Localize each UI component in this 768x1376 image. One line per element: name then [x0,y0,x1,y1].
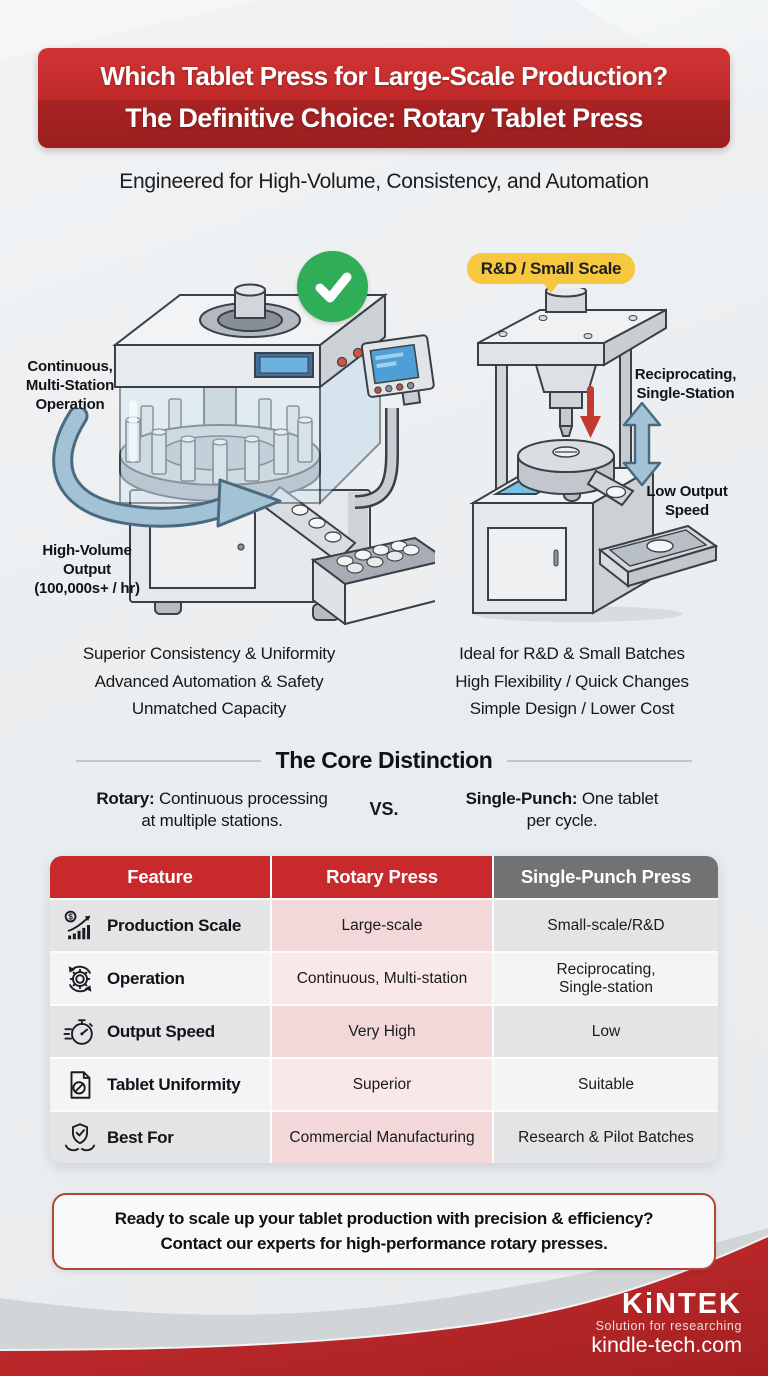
rotary-value-cell: Continuous, Multi-station [272,953,492,1004]
table-header-feature: Feature [50,856,270,898]
single-punch-press-illustration [469,288,718,622]
gear-cycle-icon [62,961,98,997]
benefit-item: Unmatched Capacity [131,699,287,718]
brand-tagline: Solution for researching [595,1319,742,1333]
feature-label: Tablet Uniformity [107,1074,241,1094]
press-down-arrow-icon [580,386,601,438]
feature-cell: Output Speed [50,1006,270,1057]
document-check-icon [62,1067,98,1103]
touchscreen-console [360,334,435,406]
check-icon [315,272,351,302]
header-banner: Which Tablet Press for Large-Scale Produ… [38,48,730,148]
rotary-value-cell: Large-scale [272,900,492,951]
single-punch-definition: Single-Punch: One tablet per cycle. [412,788,712,831]
feature-label: Production Scale [107,915,242,935]
benefit-item: Superior Consistency & Uniformity [82,644,336,663]
benefit-item: Advanced Automation & Safety [94,671,324,691]
rotation-arrow-icon [52,408,282,528]
divider-line-right [507,759,693,762]
single-punch-definition-text: One tablet per cycle. [526,789,659,830]
rotary-operation-callout: Continuous, Multi-Station Operation [25,358,115,413]
brand-logo: KiNTEK [622,1288,742,1320]
single-punch-term: Single-Punch: [465,789,578,808]
benefit-item: Ideal for R&D & Small Batches [459,644,685,663]
cta-line1: Ready to scale up your tablet production… [114,1209,654,1228]
rotary-definition-text: Continuous processing at multiple statio… [141,789,328,830]
banner-lower-band [38,100,730,148]
feature-cell: Tablet Uniformity [50,1059,270,1110]
updown-arrow-icon [622,402,662,486]
cta-banner: Ready to scale up your tablet production… [52,1193,716,1270]
rotary-term: Rotary: [96,789,155,808]
single-punch-speed-callout: Low Output Speed [646,483,728,519]
feature-cell: $ Production Scale [50,900,270,951]
benefit-item: Simple Design / Lower Cost [469,699,675,718]
benefit-item: High Flexibility / Quick Changes [455,671,689,691]
core-distinction-title: The Core Distinction [275,747,493,773]
feature-label: Operation [107,968,185,988]
vs-label: VS. [369,799,399,819]
feature-label: Best For [107,1127,174,1147]
cta-line2: Contact our experts for high-performance… [160,1234,608,1253]
table-header-rotary: Rotary Press [272,856,492,898]
rotary-value-cell: Commercial Manufacturing [272,1112,492,1163]
feature-cell: Best For [50,1112,270,1163]
rotary-value-cell: Very High [272,1006,492,1057]
rotary-definition: Rotary: Continuous processing at multipl… [62,788,362,831]
rotary-value-cell: Superior [272,1059,492,1110]
table-header-single-punch: Single-Punch Press [494,856,718,898]
single-punch-value-cell: Research & Pilot Batches [494,1112,718,1163]
single-punch-value-cell: Suitable [494,1059,718,1110]
stopwatch-icon [62,1014,98,1050]
feature-cell: Operation [50,953,270,1004]
rnd-small-scale-badge: R&D / Small Scale [467,253,635,293]
rotary-output-callout: High-Volume Output (100,000s+ / hr) [34,542,140,597]
divider-line-left [75,759,261,762]
check-badge [297,251,368,322]
banner-title-line2: The Definitive Choice: Rotary Tablet Pre… [125,103,643,133]
single-punch-value-cell: Low [494,1006,718,1057]
comparison-table: Feature Rotary Press Single-Punch Press … [50,856,718,1163]
svg-text:$: $ [68,912,73,921]
website-url: kindle-tech.com [591,1333,742,1357]
core-distinction-header: The Core Distinction [0,747,768,774]
bin-tablets [336,540,420,574]
comparison-table-grid: Feature Rotary Press Single-Punch Press … [50,856,718,1163]
growth-chart-icon: $ [62,908,98,944]
hands-shield-icon [62,1120,98,1156]
subtitle: Engineered for High-Volume, Consistency,… [119,170,649,193]
single-punch-operation-callout: Reciprocating, Single-Station [634,366,737,402]
single-punch-value-cell: Reciprocating, Single-station [494,953,718,1004]
feature-label: Output Speed [107,1021,215,1041]
single-punch-value-cell: Small-scale/R&D [494,900,718,951]
banner-title-line1: Which Tablet Press for Large-Scale Produ… [100,61,668,91]
